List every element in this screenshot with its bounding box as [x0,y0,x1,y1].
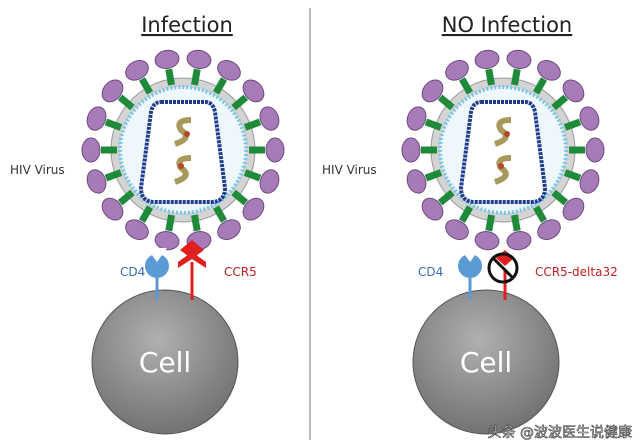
capsid [458,100,548,204]
gp120-spike [86,169,107,194]
gp120-spike [537,59,561,81]
gp120-spike [562,79,585,103]
gp120-spike [506,49,532,70]
gp120-spike [562,197,585,221]
gp41-stalk [485,214,495,232]
gp41-stalk [458,205,474,223]
gp120-spike [421,79,444,103]
watermark: 头条 @波波医生说健康 [488,424,632,441]
gp41-stalk [191,68,201,86]
gp120-spike [259,106,280,131]
gp41-stalk [532,77,548,95]
gp120-spike [265,137,285,163]
gp41-stalk [424,118,443,131]
gp120-spike [186,49,212,70]
gp120-spike [217,59,241,81]
gp120-spike [125,59,149,81]
reverse-transcriptase [498,163,504,169]
gp120-spike [474,49,500,70]
panel-title: NO Infection [442,13,573,37]
gp120-spike [101,197,124,221]
gp120-spike [401,137,421,163]
gp41-stalk [117,189,135,206]
gp41-stalk [231,94,249,111]
ccr5-delta32-label: CCR5-delta32 [535,265,618,279]
gp120-spike [406,106,427,131]
gp120-spike [81,137,101,163]
virus-label: HIV Virus [10,163,65,177]
gp120-spike [101,79,124,103]
cd4-receptor [145,248,169,300]
cell-label: Cell [139,346,191,379]
gp120-spike [421,197,444,221]
gp41-stalk [191,214,201,232]
gp41-stalk [563,118,582,131]
gp41-stalk [511,68,521,86]
gp120-spike [242,79,265,103]
panel-title: Infection [141,13,233,37]
rna-strand [173,117,192,147]
panel-no-infection: NO Infection HIV Virus Cell CD4 CCR5-del… [322,13,618,435]
gp41-stalk [551,189,569,206]
gp41-stalk [424,169,443,182]
cell [412,289,560,435]
gp41-stalk [437,189,455,206]
reverse-transcriptase [184,131,190,137]
cell [91,289,239,435]
cd4-label: CD4 [120,265,145,279]
gp41-stalk [563,169,582,182]
cd4-receptor [458,248,482,300]
gp41-stalk [212,77,228,95]
gp41-stalk [511,214,521,232]
prohibited-icon [487,252,519,284]
gp120-spike [154,49,180,70]
rna-strand [493,117,512,147]
gp41-stalk [485,68,495,86]
gp120-spike [537,219,561,241]
hiv-virus [401,49,605,251]
gp41-stalk [138,205,154,223]
gp41-stalk [138,77,154,95]
virus-label: HIV Virus [322,163,377,177]
gp41-stalk [243,118,262,131]
gp120-spike [86,106,107,131]
gp41-stalk [104,118,123,131]
ccr5-receptor [178,240,206,300]
cd4-label: CD4 [418,265,443,279]
gp41-stalk [104,169,123,182]
gp120-spike [125,219,149,241]
gp120-spike [259,169,280,194]
gp120-spike [585,137,605,163]
gp120-spike [506,230,532,251]
gp120-spike [579,106,600,131]
gp41-stalk [231,189,249,206]
reverse-transcriptase [178,163,184,169]
panel-infection: Infection HIV Virus Cell CD4 CCR5 [10,13,285,435]
gp41-stalk [243,169,262,182]
gp120-spike [474,230,500,251]
gp120-spike [406,169,427,194]
hiv-virus [81,49,285,251]
cell-label: Cell [460,346,512,379]
gp41-stalk [532,205,548,223]
gp120-spike [579,169,600,194]
gp41-stalk [458,77,474,95]
gp41-stalk [117,94,135,111]
gp41-stalk [551,94,569,111]
gp41-stalk [165,214,175,232]
gp41-stalk [212,205,228,223]
ccr5-label: CCR5 [224,265,257,279]
reverse-transcriptase [504,131,510,137]
gp41-stalk [165,68,175,86]
gp120-spike [217,219,241,241]
gp120-spike [445,219,469,241]
ccr5-delta32-receptor [487,250,519,300]
gp41-stalk [437,94,455,111]
gp120-spike [445,59,469,81]
gp120-spike [242,197,265,221]
capsid [138,100,228,204]
